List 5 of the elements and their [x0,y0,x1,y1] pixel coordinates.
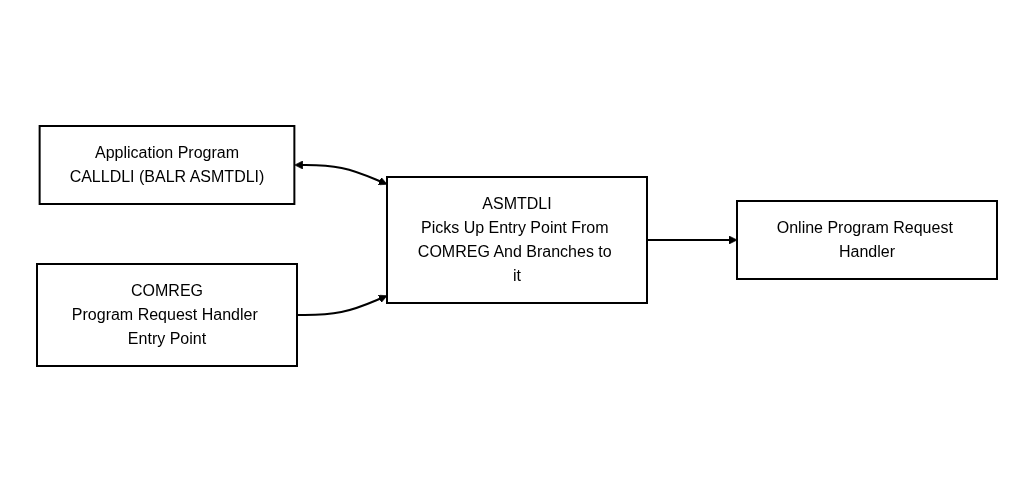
node-box: COMREG Program Request Handler Entry Point [35,262,298,367]
node-box: Online Program Request Handler [735,199,998,280]
node-box: Application Program CALLDLI (BALR ASMTDLI) [38,124,295,205]
arrow [293,160,387,185]
node-box: ASMTDLI Picks Up Entry Point From COMREG And Branches to it [385,175,648,304]
